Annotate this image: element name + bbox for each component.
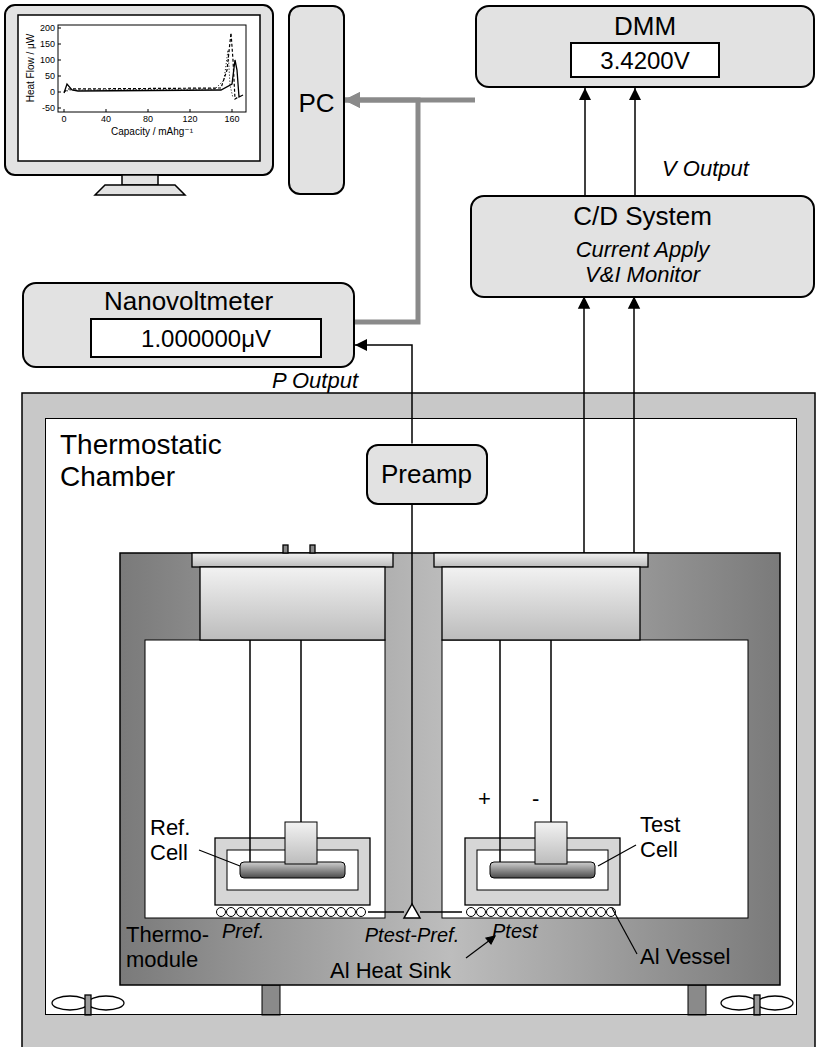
node-title: Nanovoltmeter bbox=[104, 287, 273, 317]
part-label: Al Heat Sink bbox=[330, 958, 451, 983]
node-title: 1.000000μV bbox=[141, 325, 271, 353]
differential-wiring bbox=[368, 505, 462, 918]
preamp-box: Preamp bbox=[366, 444, 488, 505]
part-label: Ptest bbox=[492, 920, 538, 943]
part-label: + bbox=[478, 786, 491, 811]
part-label: Al Vessel bbox=[640, 944, 731, 969]
part-label: Ref. Cell bbox=[150, 815, 202, 866]
part-label: Ptest-Pref. bbox=[365, 924, 459, 947]
signal-wire bbox=[634, 88, 636, 195]
heat-sink bbox=[120, 553, 780, 985]
chart-label: 40 bbox=[101, 113, 111, 125]
test-cell-assembly bbox=[465, 640, 620, 917]
node-title: PC bbox=[298, 89, 334, 119]
chart-label: Heat Flow / μW bbox=[25, 34, 37, 103]
screen-chart bbox=[58, 25, 246, 112]
chart-label: 0 bbox=[61, 113, 66, 125]
node-title: 3.4200V bbox=[600, 47, 689, 75]
support-legs bbox=[262, 985, 706, 1015]
dmm-display: 3.4200V bbox=[570, 42, 720, 78]
nanovoltmeter-display: 1.000000μV bbox=[90, 318, 322, 358]
pc-box: PC bbox=[288, 5, 345, 195]
signal-wire bbox=[584, 88, 586, 195]
cavities bbox=[145, 640, 748, 918]
fan-left bbox=[52, 995, 124, 1015]
part-label: Pref. bbox=[222, 920, 264, 943]
chart-label: 200 bbox=[40, 22, 55, 34]
node-title: C/D System bbox=[573, 202, 712, 232]
leader-lines bbox=[199, 845, 637, 958]
data-cable bbox=[345, 100, 418, 322]
part-label: - bbox=[532, 786, 539, 811]
chart-label: 150 bbox=[40, 38, 55, 50]
nanovoltmeter-box: Nanovoltmeter 1.000000μV bbox=[22, 282, 355, 368]
chart-label: 100 bbox=[40, 54, 55, 66]
cd-system-box: C/D SystemCurrent Apply V&I Monitor bbox=[470, 195, 815, 298]
monitor bbox=[5, 5, 273, 195]
edge-label: V Output bbox=[662, 158, 749, 180]
part-label: Thermo-module bbox=[126, 922, 222, 973]
chart-label: 50 bbox=[45, 70, 55, 82]
node-subtitle: Current Apply V&I Monitor bbox=[560, 237, 725, 288]
vessel-caps bbox=[192, 545, 648, 640]
edge-label: P Output bbox=[272, 370, 358, 392]
node-title: Thermostatic Chamber bbox=[60, 429, 260, 493]
chamber-interior bbox=[45, 418, 797, 1015]
ref-cell-assembly bbox=[215, 640, 370, 917]
chart-label: 0 bbox=[50, 86, 55, 98]
cd-wires bbox=[579, 298, 639, 553]
part-label: Test Cell bbox=[640, 812, 700, 863]
chamber-housing bbox=[22, 393, 815, 1047]
chart-label: 160 bbox=[224, 113, 239, 125]
chart-label: Capacity / mAhg⁻¹ bbox=[111, 126, 193, 138]
chart-label: -50 bbox=[42, 102, 55, 114]
node-title: DMM bbox=[614, 12, 676, 42]
fan-right bbox=[721, 995, 793, 1015]
chart-label: 120 bbox=[182, 113, 197, 125]
signal-wire bbox=[355, 345, 412, 444]
dmm-box: DMM 3.4200V bbox=[475, 5, 815, 88]
node-title: Preamp bbox=[381, 460, 472, 490]
chart-label: 80 bbox=[143, 113, 153, 125]
